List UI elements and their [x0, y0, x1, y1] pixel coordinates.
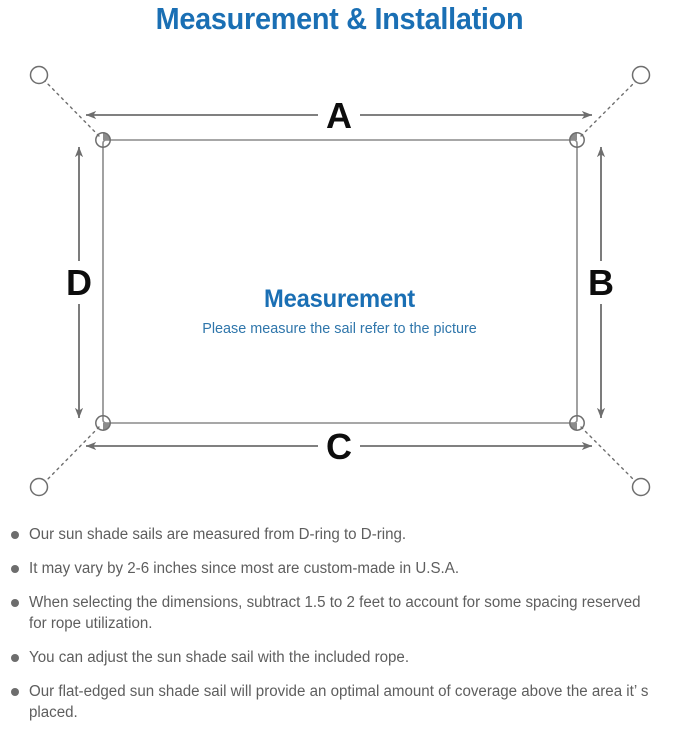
d-ring-top-right: [569, 132, 585, 148]
anchor-points: [29, 65, 651, 497]
anchor-point-bottom-right: [631, 477, 651, 497]
note-text: When selecting the dimensions, subtract …: [29, 594, 641, 632]
rope-top-left: [43, 79, 100, 137]
bullet-icon: [11, 599, 19, 607]
note-text: Our sun shade sails are measured from D-…: [29, 526, 407, 543]
shade-sail-measurement-diagram: A C D B Measurement Please measure the s…: [0, 46, 679, 516]
bullet-icon: [11, 565, 19, 573]
dimension-arrows: [74, 110, 606, 451]
rope-top-right: [580, 79, 638, 137]
d-ring-top-left: [95, 132, 111, 148]
note-text: It may vary by 2-6 inches since most are…: [29, 560, 460, 577]
d-ring-bottom-right: [569, 415, 585, 431]
anchor-point-bottom-left: [29, 477, 49, 497]
bullet-icon: [11, 688, 19, 696]
d-ring-bottom-left: [95, 415, 111, 431]
list-item: You can adjust the sun shade sail with t…: [0, 647, 679, 668]
list-item: Our sun shade sails are measured from D-…: [0, 524, 679, 545]
anchor-point-top-right: [631, 65, 651, 85]
page-title: Measurement & Installation: [155, 1, 524, 36]
list-item: It may vary by 2-6 inches since most are…: [0, 558, 679, 579]
d-rings: [95, 132, 585, 431]
rope-bottom-right: [580, 426, 638, 484]
note-text: Our flat-edged sun shade sail will provi…: [29, 683, 649, 721]
list-item: When selecting the dimensions, subtract …: [0, 592, 679, 634]
dimension-label-d: D: [66, 262, 92, 303]
anchor-point-top-left: [29, 65, 49, 85]
rope-bottom-left: [43, 426, 100, 484]
dimension-label-b: B: [588, 262, 614, 303]
sail-body: [102, 139, 578, 424]
notes-list: Our sun shade sails are measured from D-…: [0, 524, 679, 736]
note-text: You can adjust the sun shade sail with t…: [29, 649, 410, 666]
list-item: Our flat-edged sun shade sail will provi…: [0, 681, 679, 723]
dimension-label-a: A: [326, 95, 352, 136]
bullet-icon: [11, 531, 19, 539]
dimension-label-c: C: [326, 426, 352, 467]
rope-lines: [43, 79, 638, 484]
bullet-icon: [11, 654, 19, 662]
